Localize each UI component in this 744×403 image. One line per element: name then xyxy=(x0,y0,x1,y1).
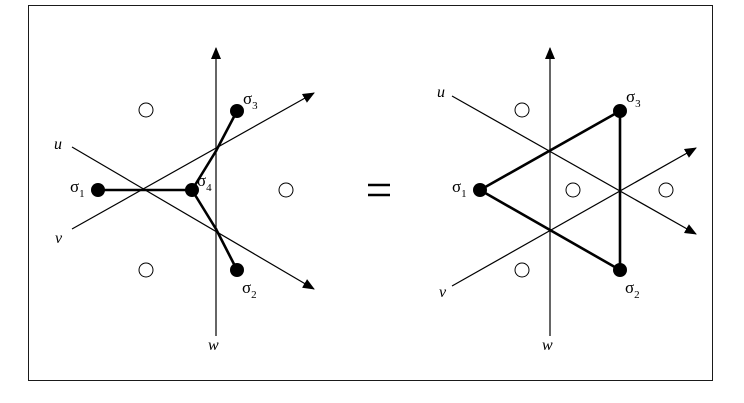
right-label-sigma2-symbol: σ xyxy=(625,278,634,297)
left-axis-u-label: u xyxy=(54,136,62,153)
left-label-sigma4: σ4 xyxy=(197,171,212,194)
left-edge-wall-upper-sigma3 xyxy=(214,109,239,153)
left-label-sigma3-symbol: σ xyxy=(243,89,252,108)
left-chamber-marker-right xyxy=(278,182,294,198)
right-node-sigma3 xyxy=(613,104,627,118)
left-axis-v-label: v xyxy=(55,230,63,247)
right-label-sigma2-index: 2 xyxy=(634,289,640,301)
diagram-frame xyxy=(28,5,713,381)
left-label-sigma2: σ2 xyxy=(242,278,257,301)
left-label-sigma2-symbol: σ xyxy=(242,278,251,297)
right-chamber-marker-center xyxy=(565,182,581,198)
right-edge-sigma1-sigma3 xyxy=(478,109,622,192)
right-diagram: u v w σ1 σ2 σ3 xyxy=(437,47,697,354)
left-axis-v xyxy=(71,92,315,230)
left-edge-wall-lower-sigma2 xyxy=(214,227,239,272)
relation-symbol-text: = xyxy=(0,0,1,1)
left-label-sigma3: σ3 xyxy=(243,89,258,112)
right-chamber-marker-lower xyxy=(514,262,530,278)
right-axis-u-label: u xyxy=(437,84,445,101)
left-label-sigma1: σ1 xyxy=(70,177,85,200)
left-label-sigma4-symbol: σ xyxy=(197,171,206,190)
left-label-sigma1-symbol: σ xyxy=(70,177,79,196)
left-node-sigma4 xyxy=(185,183,199,197)
left-label-sigma1-index: 1 xyxy=(79,188,85,200)
left-label-sigma3-index: 3 xyxy=(252,100,258,112)
left-diagram: u v w σ1 σ2 σ3 σ4 xyxy=(54,47,315,354)
right-chamber-marker-right xyxy=(658,182,674,198)
left-node-sigma1 xyxy=(91,183,105,197)
right-label-sigma1-index: 1 xyxy=(461,188,467,200)
right-label-sigma2: σ2 xyxy=(625,278,640,301)
right-label-sigma3: σ3 xyxy=(626,87,641,110)
left-axis-w-label: w xyxy=(208,337,219,354)
right-label-sigma3-symbol: σ xyxy=(626,87,635,106)
right-axis-v xyxy=(451,147,697,287)
right-node-sigma2 xyxy=(613,263,627,277)
left-edge-sigma4-wall-lower xyxy=(190,188,218,231)
left-edge-sigma4-wall-upper xyxy=(190,149,218,192)
right-axis-v-label: v xyxy=(439,284,447,301)
right-label-sigma1: σ1 xyxy=(452,177,467,200)
right-edge-sigma2-sigma1 xyxy=(478,188,622,272)
right-chamber-marker-upper xyxy=(514,102,530,118)
right-axis-w-label: w xyxy=(542,337,553,354)
left-label-sigma4-index: 4 xyxy=(206,182,212,194)
right-axis-u xyxy=(451,95,697,235)
left-node-sigma2 xyxy=(230,263,244,277)
right-node-sigma1 xyxy=(473,183,487,197)
right-label-sigma1-symbol: σ xyxy=(452,177,461,196)
equals-sign: = xyxy=(0,0,390,197)
left-chamber-marker-upper xyxy=(138,102,154,118)
left-axis-u xyxy=(71,146,315,290)
left-node-sigma3 xyxy=(230,104,244,118)
left-label-sigma2-index: 2 xyxy=(251,289,257,301)
right-label-sigma3-index: 3 xyxy=(635,98,641,110)
left-chamber-marker-lower xyxy=(138,262,154,278)
